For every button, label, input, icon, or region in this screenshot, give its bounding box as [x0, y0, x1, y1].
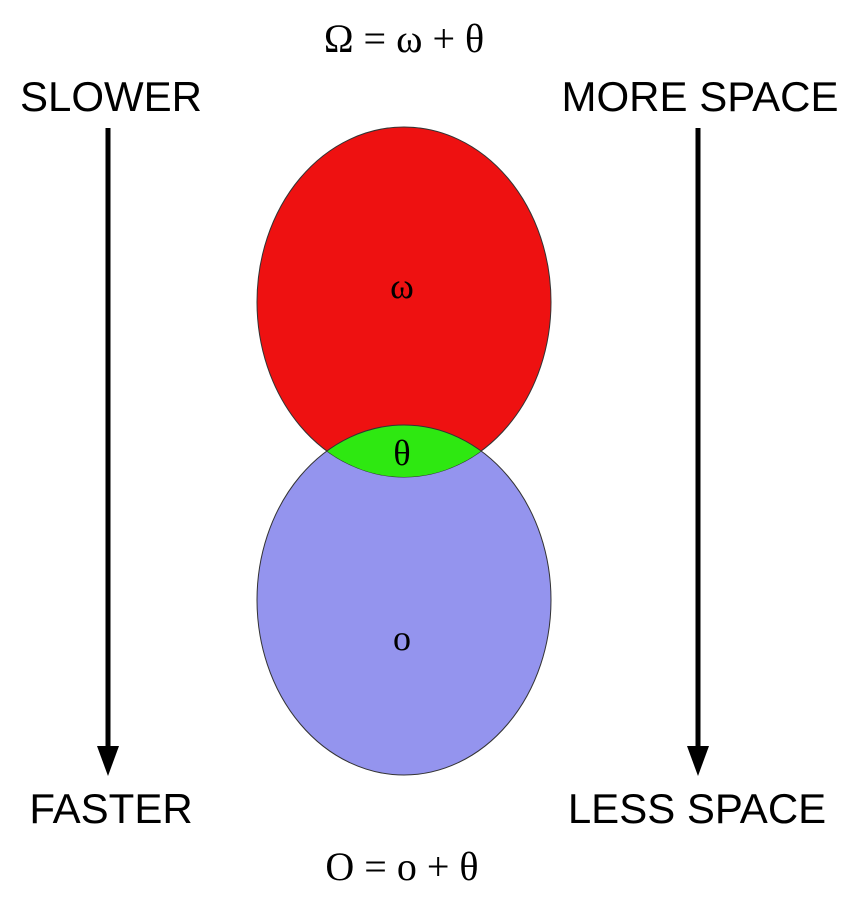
omicron-symbol: ο	[393, 618, 411, 658]
bottom-formula: O = ο + θ	[325, 844, 478, 889]
top-formula: Ω = ω + θ	[324, 16, 484, 61]
overlap-region	[257, 424, 551, 477]
more-space-label: MORE SPACE	[562, 73, 839, 120]
theta-symbol: θ	[393, 433, 410, 473]
left-arrow-head	[97, 746, 119, 776]
faster-label: FASTER	[29, 785, 192, 832]
right-arrow-head	[687, 746, 709, 776]
omega-symbol: ω	[390, 266, 414, 306]
less-space-label: LESS SPACE	[568, 785, 826, 832]
slower-label: SLOWER	[20, 73, 202, 120]
